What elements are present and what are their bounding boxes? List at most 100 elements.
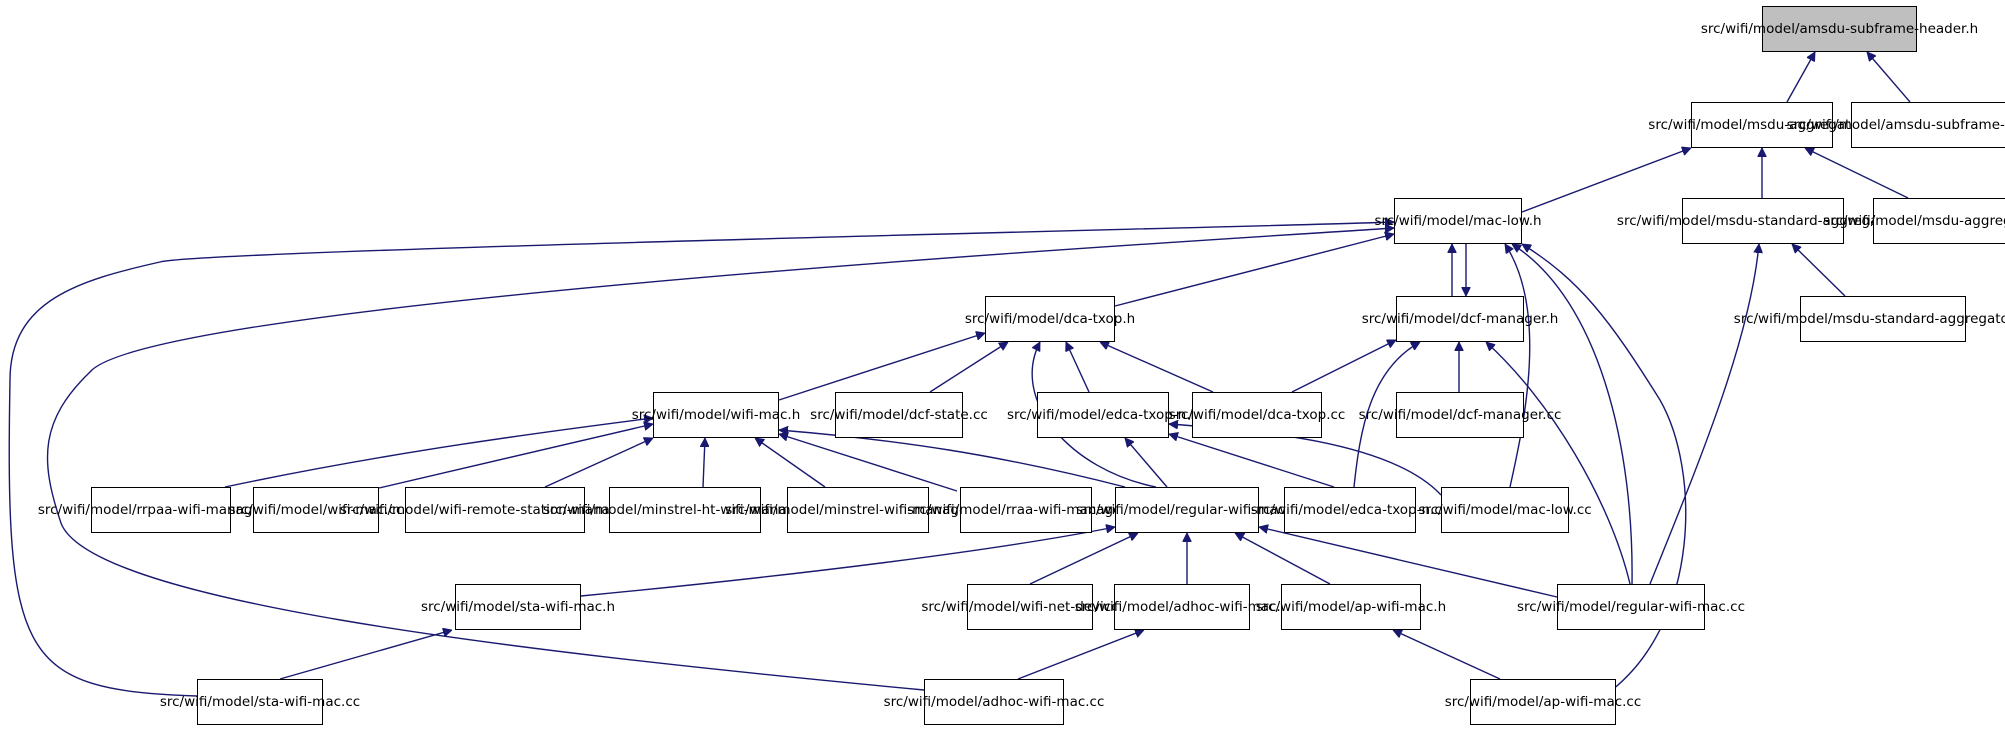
edge-rraa_cc-to-wifi_mac_h — [779, 434, 958, 492]
node-edca-txop-n-h[interactable]: src/wifi/model/edca-txop-n.h — [1007, 392, 1199, 438]
edge-sta_cc-to-sta_h — [279, 630, 452, 680]
node-label: src/wifi/model/dcf — [810, 407, 930, 423]
node-adhoc-wifi-mac-h[interactable]: src/wifi/model/adhoc-wifi-mac.h — [1075, 584, 1289, 630]
node-label: src/wifi/model/regular — [1517, 599, 1664, 615]
edge-reg_cc-to-msdu_std_h — [1649, 244, 1759, 585]
node-label: src/wifi/model/sta — [159, 694, 280, 710]
node-ap-wifi-mac-cc[interactable]: src/wifi/model/ap-wifi-mac.cc — [1445, 679, 1641, 725]
node-label: -low.cc — [1545, 502, 1592, 518]
node-adhoc-wifi-mac-cc[interactable]: src/wifi/model/adhoc-wifi-mac.cc — [884, 679, 1104, 725]
node-label: src/wifi/model/adhoc — [1074, 599, 1215, 615]
edge-msdu_agg_cc-to-msdu_agg_h — [1805, 147, 1909, 199]
node-wifi-mac-cc[interactable]: src/wifi/model/wifi-mac.cc — [229, 487, 403, 533]
node-label: -wifi-mac.h — [540, 599, 616, 615]
node-label: -wifi-mac.cc — [279, 694, 361, 710]
edge-dca_h-to-mac_low_h — [1114, 234, 1394, 307]
node-msdu-aggregator-cc[interactable]: src/wifi/model/msdu-aggregator.cc — [1823, 198, 2005, 244]
node-wifi-remote-station-manager-cc[interactable]: src/wifi/model/wifi-remote-station-manag… — [340, 487, 650, 533]
edge-amsdu_cc-to-amsdu_h — [1867, 52, 1911, 103]
node-label: -txop.cc — [1291, 407, 1346, 423]
node-label: -standard-aggregator.h — [1752, 213, 1910, 229]
edge-mac_low_cc-to-mac_low_h — [1504, 244, 1531, 488]
edge-wifi_mac_cc-to-wifi_mac_h — [378, 424, 653, 489]
node-msdu-standard-aggregator-h[interactable]: src/wifi/model/msdu-standard-aggregator.… — [1617, 198, 1909, 244]
node-rraa-wifi-manager-cc[interactable]: src/wifi/model/rraa-wifi-manager.cc — [907, 487, 1145, 533]
node-dcf-manager-cc[interactable]: src/wifi/model/dcf-manager.cc — [1359, 392, 1561, 438]
node-label: src/wifi/model/wifi — [631, 407, 754, 423]
edge-wifi_nd_cc-to-reg_h — [1029, 533, 1138, 585]
node-label: src/wifi/model/wifi — [228, 502, 351, 518]
node-label: src/wifi/model/msdu — [1616, 213, 1753, 229]
node-label: -remote-station-manager.cc — [461, 502, 651, 518]
edge-ap_h-to-reg_h — [1235, 532, 1331, 585]
node-label: -standard-aggregator.cc — [1869, 311, 2005, 327]
node-dca-txop-cc[interactable]: src/wifi/model/dca-txop.cc — [1169, 392, 1345, 438]
node-label: src/wifi/model/msdu — [1733, 311, 1870, 327]
node-ap-wifi-mac-h[interactable]: src/wifi/model/ap-wifi-mac.h — [1256, 584, 1446, 630]
node-label: -wifi-mac.h — [1214, 599, 1290, 615]
node-label: src/wifi/model/wifi — [921, 599, 1044, 615]
node-label: src/wifi/model/edca — [1250, 502, 1383, 518]
node-label: -wifi-mac.h — [1223, 502, 1298, 518]
node-label: -aggregator.cc — [1959, 213, 2005, 229]
node-mac-low-cc[interactable]: src/wifi/model/mac-low.cc — [1418, 487, 1592, 533]
node-sta-wifi-mac-h[interactable]: src/wifi/model/sta-wifi-mac.h — [421, 584, 615, 630]
node-dcf-state-cc[interactable]: src/wifi/model/dcf-state.cc — [810, 392, 988, 438]
node-label: src/wifi/model/ap-wifi — [1444, 694, 1589, 710]
node-label: src/wifi/model/msdu — [1823, 213, 1960, 229]
node-label: src/wifi/model/dcf — [1361, 311, 1482, 327]
edge-dca_cc-to-dca_h — [1100, 342, 1214, 393]
node-label: src/wifi/model/minstrel — [725, 502, 880, 518]
edge-reg_h-to-edca_h — [1125, 438, 1168, 488]
node-label: src/wifi/model/dcf — [1358, 407, 1478, 423]
edge-msdu_std_cc-to-msdu_std_h — [1792, 244, 1846, 297]
edge-sta_h-to-reg_h — [580, 527, 1115, 597]
node-msdu-standard-aggregator-cc[interactable]: src/wifi/model/msdu-standard-aggregator.… — [1734, 296, 2005, 342]
node-label: src/wifi/model/wifi — [339, 502, 462, 518]
node-amsdu-subframe-header-h: src/wifi/model/amsdu-subframe-header.h — [1701, 6, 1978, 52]
edge-edca_cc-to-edca_h — [1169, 434, 1335, 488]
node-regular-wifi-mac-h[interactable]: src/wifi/model/regular-wifi-mac.h — [1076, 487, 1298, 533]
node-label: src/wifi/model/dca — [964, 311, 1088, 327]
node-label: src/wifi/model/dca — [1168, 407, 1292, 423]
node-mac-low-h[interactable]: src/wifi/model/mac-low.h — [1374, 198, 1542, 244]
node-label: -manager.h — [1481, 311, 1559, 327]
edge-edca_cc-to-dcf_h — [1353, 341, 1420, 488]
edge-minst_cc-to-wifi_mac_h — [755, 438, 826, 488]
node-label: -subframe-header.h — [1845, 21, 1979, 37]
node-label: -wifi-mac.cc — [1663, 599, 1745, 615]
node-dca-txop-h[interactable]: src/wifi/model/dca-txop.h — [965, 296, 1135, 342]
node-label: -txop.h — [1087, 311, 1136, 327]
node-amsdu-subframe-header-cc[interactable]: src/wifi/model/amsdu-subframe-header.cc — [1787, 102, 2005, 148]
node-rrpaa-wifi-manager-cc[interactable]: src/wifi/model/rrpaa-wifi-manager.cc — [38, 487, 284, 533]
edge-msdu_agg_h-to-amsdu_h — [1786, 52, 1816, 103]
node-label: -low.h — [1502, 213, 1542, 229]
node-label: -mac.cc — [350, 502, 404, 518]
edge-dca_cc-to-dcf_h — [1291, 339, 1396, 393]
node-label: src/wifi/model/adhoc — [883, 694, 1024, 710]
node-label: -txop-n.cc — [1382, 502, 1450, 518]
edge-wifi_mac_h-to-dca_h — [778, 333, 985, 401]
node-label: -wifi-mac.cc — [1023, 694, 1105, 710]
node-regular-wifi-mac-cc[interactable]: src/wifi/model/regular-wifi-mac.cc — [1517, 584, 1745, 630]
node-label: -state.cc — [929, 407, 988, 423]
node-wifi-mac-h[interactable]: src/wifi/model/wifi-mac.h — [632, 392, 800, 438]
node-label: src/wifi/model/minstrel — [542, 502, 697, 518]
node-minstrel-wifi-manager-cc[interactable]: src/wifi/model/minstrel-wifi-manager.cc — [725, 487, 991, 533]
node-label: -subframe-header.cc — [1930, 117, 2005, 133]
edge-adhoc_cc-to-adhoc_h — [1017, 630, 1144, 680]
node-label: src/wifi/model/mac — [1418, 502, 1546, 518]
node-label: src/wifi/model/edca — [1006, 407, 1139, 423]
edge-dcf_state_cc-to-dca_h — [929, 341, 1008, 393]
edge-sta_cc-to-mac_low_h — [8, 222, 1394, 697]
node-sta-wifi-mac-cc[interactable]: src/wifi/model/sta-wifi-mac.cc — [160, 679, 360, 725]
node-label: src/wifi/model/sta — [420, 599, 541, 615]
node-edca-txop-n-cc[interactable]: src/wifi/model/edca-txop-n.cc — [1251, 487, 1449, 533]
node-label: src/wifi/model/mac — [1374, 213, 1503, 229]
edge-reg_h-to-wifi_mac_h — [779, 430, 1126, 488]
node-label: src/wifi/model/amsdu — [1786, 117, 1931, 133]
edge-reg_cc-to-mac_low_h — [1512, 243, 1633, 585]
node-dcf-manager-h[interactable]: src/wifi/model/dcf-manager.h — [1362, 296, 1558, 342]
edge-edca_h-to-dca_h — [1066, 342, 1090, 393]
